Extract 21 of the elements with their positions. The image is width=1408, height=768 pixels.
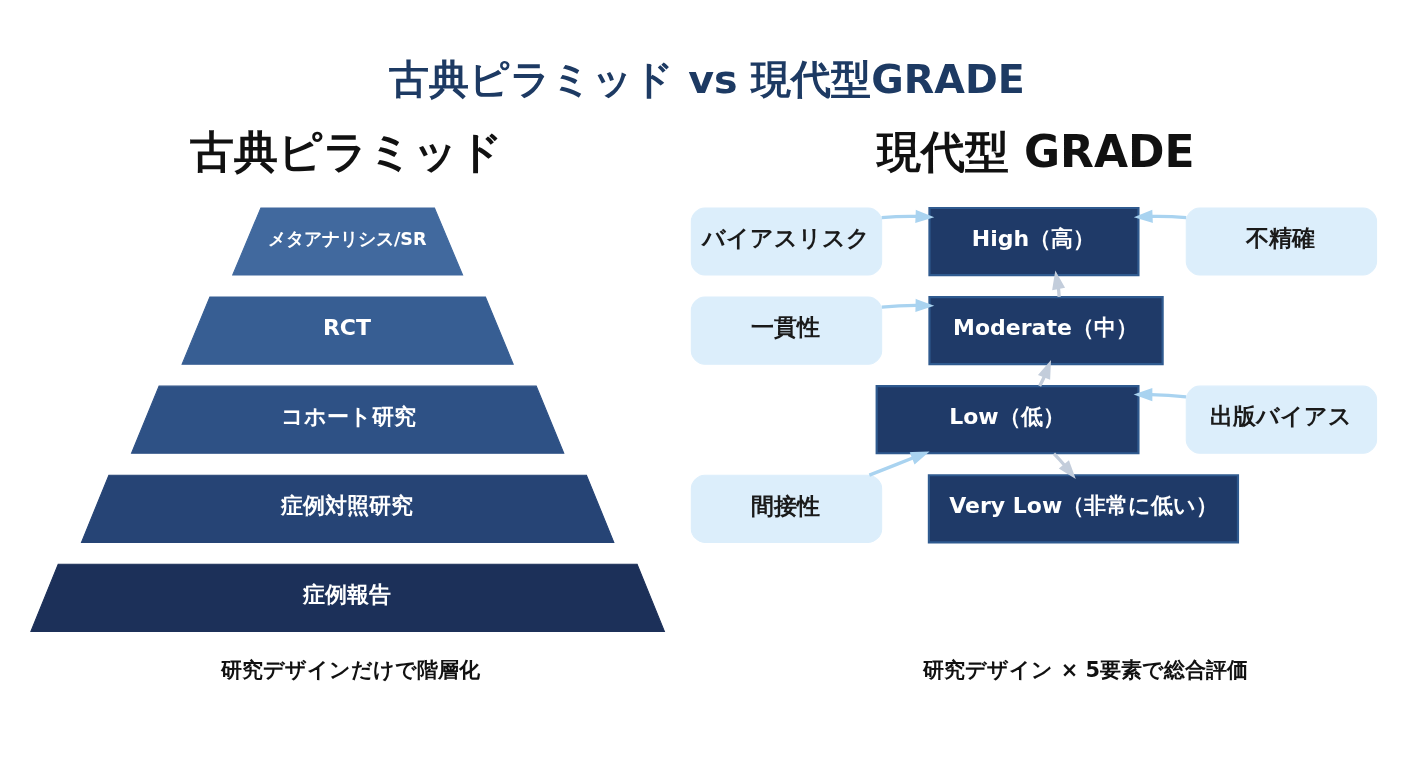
arrow (881, 209, 935, 223)
node-box: 一貫性 (690, 296, 883, 365)
label: 現代型 GRADE (876, 125, 1195, 177)
arrow (1052, 270, 1066, 297)
label: 研究デザインだけで階層化 (220, 657, 480, 682)
arrow (1133, 209, 1187, 223)
diagram-title: 古典ピラミッド vs 現代型GRADE (389, 55, 1025, 102)
node-box: Moderate（中） (928, 295, 1164, 365)
arrow (868, 450, 930, 477)
arrow (1133, 387, 1187, 401)
node-box: 間接性 (690, 474, 883, 543)
label: 研究デザイン × 5要素で総合評価 (923, 657, 1248, 682)
arrow (881, 298, 935, 312)
node-box: Low（低） (875, 384, 1140, 454)
label: 古典ピラミッド (190, 125, 504, 177)
node-box: 不精確 (1185, 206, 1378, 276)
node-box: バイアスリスク (690, 206, 883, 276)
node-box: Very Low（非常に低い） (927, 473, 1240, 543)
node-box: 出版バイアス (1185, 385, 1378, 454)
node-box: High（高） (928, 206, 1140, 276)
arrow (1052, 452, 1076, 479)
